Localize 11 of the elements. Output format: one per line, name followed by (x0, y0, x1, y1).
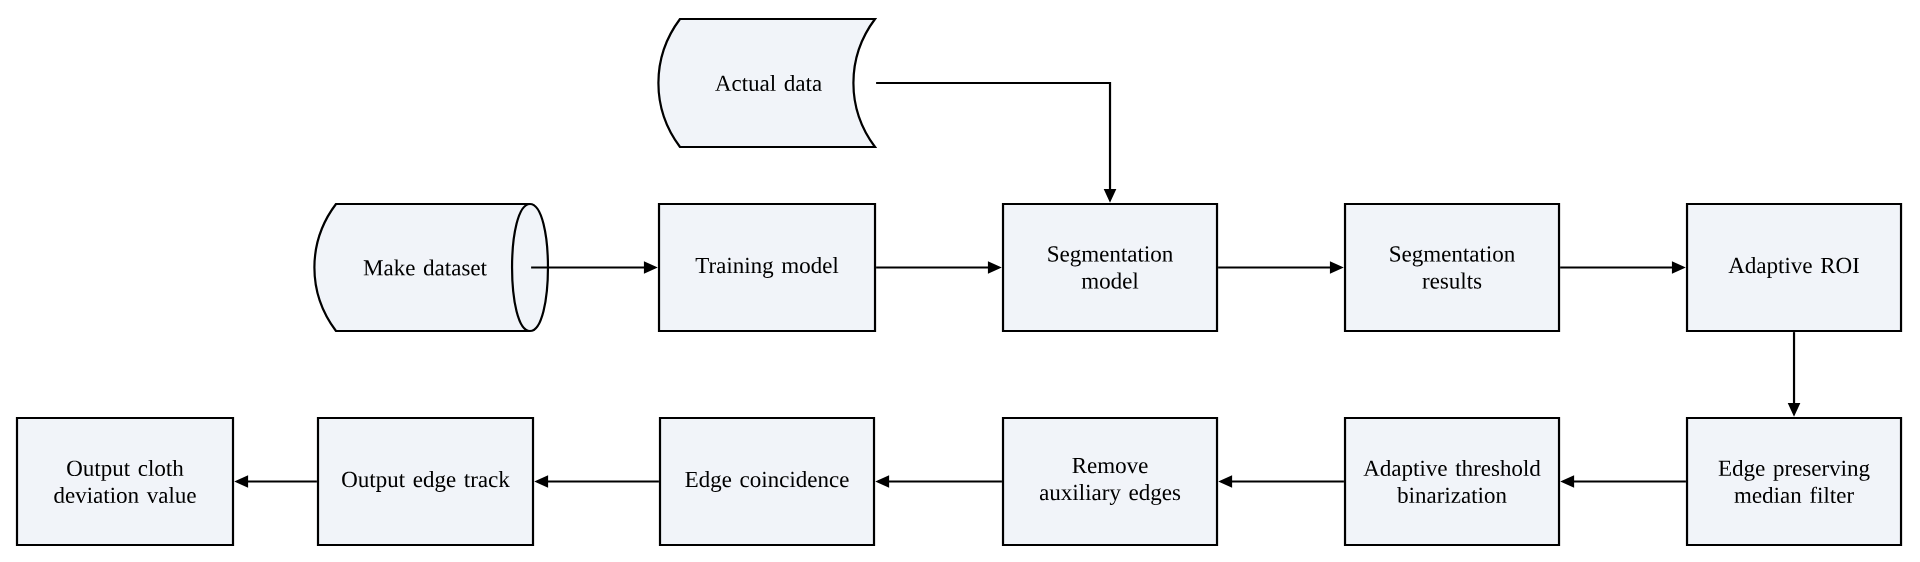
process-box: Edge coincidence (658, 416, 876, 547)
process-box: Segmentation model (1001, 202, 1219, 333)
process-box: Edge preserving median filter (1685, 416, 1903, 547)
process-box: Output cloth deviation value (15, 416, 235, 547)
process-box: Adaptive ROI (1685, 202, 1903, 333)
process-box: Output edge track (316, 416, 535, 547)
process-box: Segmentation results (1343, 202, 1561, 333)
process-box: Remove auxiliary edges (1001, 416, 1219, 547)
process-box: Adaptive threshold binarization (1343, 416, 1561, 547)
process-box: Training model (657, 202, 877, 333)
database-cylinder: Make dataset (313, 202, 550, 333)
